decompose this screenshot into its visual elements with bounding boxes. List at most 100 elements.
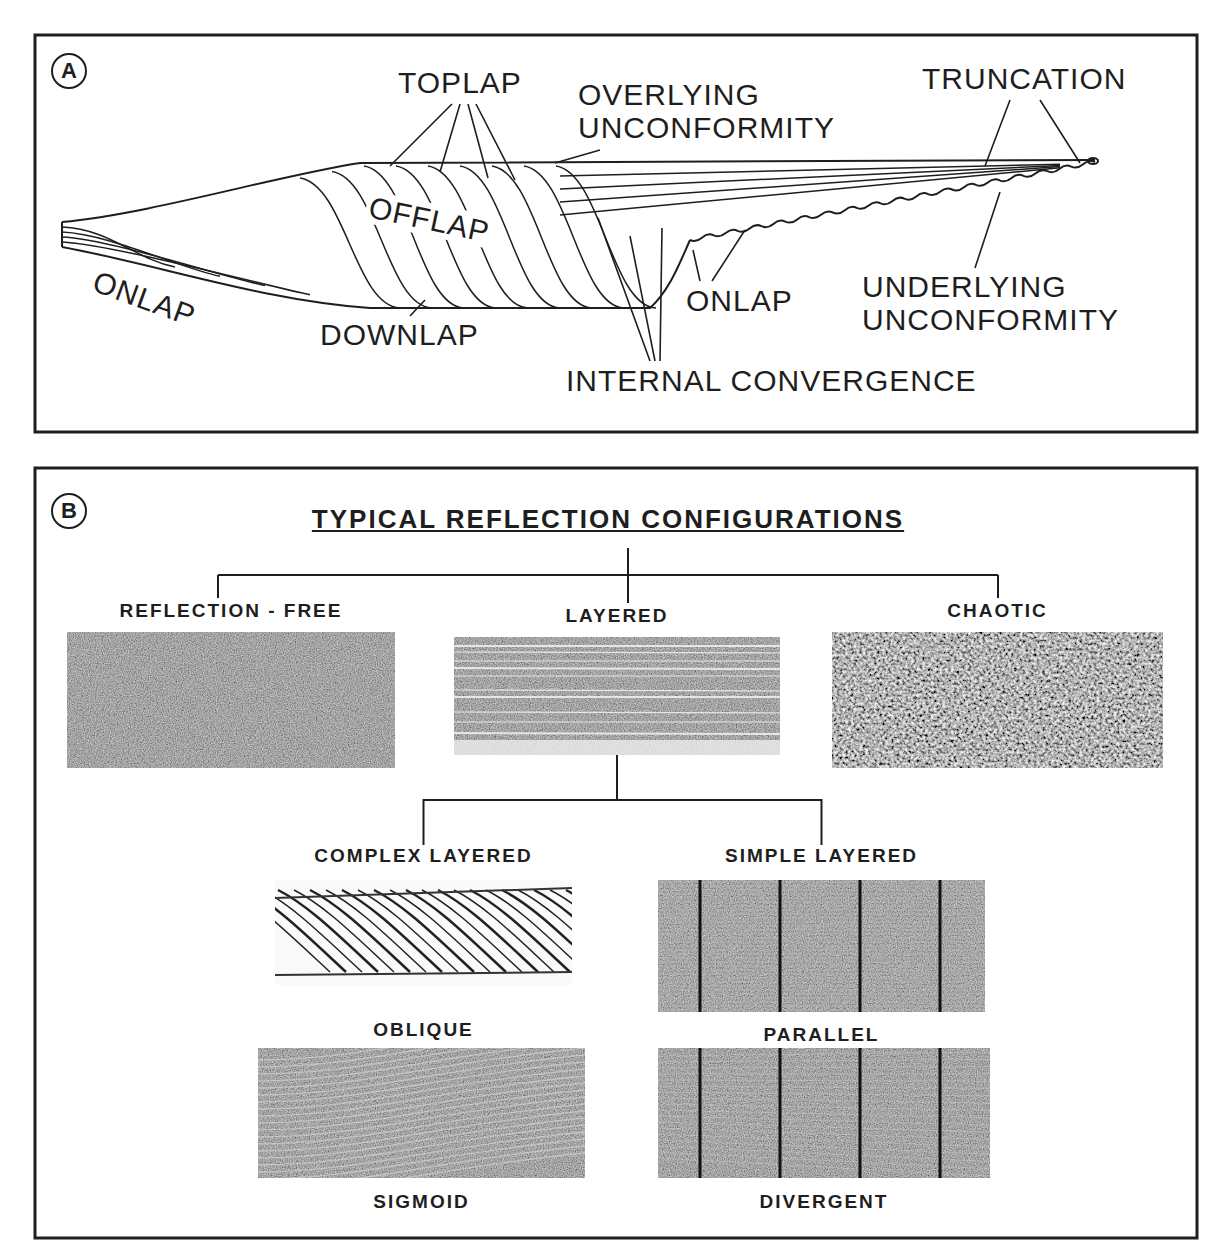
reflector-line	[658, 1002, 985, 1003]
reflector-line	[454, 645, 780, 647]
reflector-line	[454, 675, 780, 676]
config-name: DIVERGENT	[758, 1191, 891, 1214]
wedge-stub	[61, 222, 63, 247]
reflector-line	[658, 962, 985, 963]
tree-connector	[617, 755, 822, 845]
feature-label: INTERNAL CONVERGENCE	[566, 364, 977, 397]
image-noise	[658, 880, 985, 1012]
reflector-line	[658, 886, 985, 887]
bracket-line	[218, 548, 998, 603]
config-heading: REFLECTION - FREE	[118, 600, 345, 623]
reflector-line	[658, 934, 985, 935]
reflector-line	[658, 974, 985, 975]
feature-label: ONLAP	[86, 264, 203, 334]
reflector-line	[658, 958, 985, 959]
feature-label: TRUNCATION	[922, 62, 1126, 95]
config-name: PARALLEL	[762, 1024, 882, 1047]
trace-line	[779, 880, 782, 1012]
reflector-line	[454, 660, 780, 661]
clinoform-line	[534, 890, 572, 972]
config-heading: CHAOTIC	[945, 600, 1050, 623]
reflector-line	[454, 733, 780, 734]
leader-line	[555, 150, 600, 163]
seismic-image	[275, 880, 572, 985]
leader-line	[985, 100, 1080, 166]
image-noise	[658, 1048, 990, 1178]
reflector-line	[658, 982, 985, 983]
reflector-line	[658, 882, 985, 883]
unconformity-line	[690, 161, 1095, 241]
trace-line	[859, 1048, 862, 1178]
trace-line	[699, 880, 702, 1012]
reflector-line	[658, 930, 985, 931]
seismic-image	[658, 1048, 990, 1178]
image-panel: SIGMOID	[258, 1049, 585, 1214]
clinoform-line	[518, 890, 572, 972]
leader-line	[390, 104, 515, 180]
reflector-line	[658, 938, 985, 939]
panel-letter: A	[61, 60, 77, 82]
seismic-image	[454, 637, 780, 755]
reflector-line	[658, 950, 985, 951]
feature-label: ONLAP	[686, 284, 793, 317]
reflector-line	[454, 668, 780, 669]
trace-line	[699, 1048, 702, 1178]
reflector-line	[658, 990, 985, 991]
sigmoid-line	[258, 1048, 585, 1067]
panel-frame	[35, 35, 1197, 432]
clinoform-line	[550, 890, 572, 972]
reflector-line	[658, 918, 985, 919]
image-panel: DIVERGENT	[658, 1049, 990, 1214]
reflector-line	[658, 898, 985, 899]
sigmoid-line	[258, 1146, 585, 1178]
reflector-line	[658, 890, 985, 891]
reflector-line	[658, 910, 985, 911]
reflector-line	[658, 942, 985, 943]
reflector-line	[658, 998, 985, 999]
leader-line	[598, 218, 662, 361]
panel-letter-circle: B	[51, 493, 87, 529]
reflector-line	[658, 986, 985, 987]
trace-line	[939, 880, 942, 1012]
reflector-line	[658, 1010, 985, 1011]
panel-letter: B	[61, 500, 77, 522]
trace-line	[859, 880, 862, 1012]
reflector-line	[658, 926, 985, 927]
reflector-line	[658, 894, 985, 895]
seismic-image	[832, 632, 1163, 768]
config-name: SIGMOID	[371, 1191, 471, 1214]
bed-line	[62, 232, 220, 276]
reflector-band	[454, 740, 780, 755]
reflector-line	[454, 690, 780, 691]
feature-label: OFFLAP	[363, 190, 496, 249]
image-panel: SIMPLE LAYERED PARALLEL	[658, 845, 985, 1047]
tree-connector	[424, 755, 618, 845]
bed-line	[560, 168, 1060, 215]
clinoform-line	[566, 890, 572, 972]
reflector-line	[658, 906, 985, 907]
leader-line	[693, 230, 745, 281]
feature-label: DOWNLAP	[320, 318, 479, 351]
image-panel: REFLECTION - FREE	[67, 600, 395, 768]
image-panel: COMPLEX LAYERED OBLIQUE	[275, 845, 572, 1042]
config-heading: SIMPLE LAYERED	[723, 845, 920, 868]
panel-letter-circle: A	[51, 53, 87, 89]
feature-label: UNDERLYING UNCONFORMITY	[862, 270, 1182, 336]
config-heading: LAYERED	[563, 605, 670, 628]
reflector-line	[658, 1006, 985, 1007]
seismic-image	[658, 880, 985, 1012]
image-noise	[832, 632, 1163, 768]
reflector-line	[658, 914, 985, 915]
image-noise	[67, 632, 395, 768]
leader-line	[975, 192, 1000, 268]
image-panel: LAYERED	[454, 605, 780, 755]
image-panel: CHAOTIC	[832, 600, 1163, 768]
panel-frame	[35, 468, 1197, 1238]
config-heading: COMPLEX LAYERED	[312, 845, 534, 868]
config-name: OBLIQUE	[371, 1019, 476, 1042]
trace-line	[779, 1048, 782, 1178]
feature-label: OVERLYING UNCONFORMITY	[578, 78, 908, 144]
reflector-line	[658, 954, 985, 955]
reflector-line	[454, 721, 780, 722]
